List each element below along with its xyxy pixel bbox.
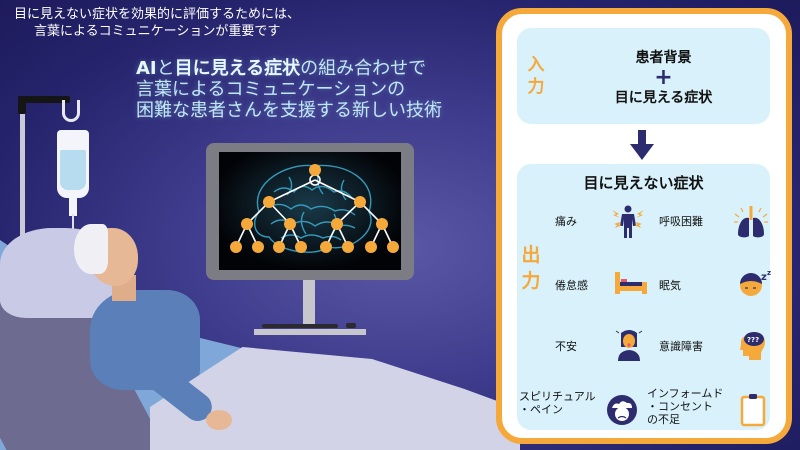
input-output-panel: 入 力 患者背景 + 目に見える症状 目に見えない症状 出 力 痛み bbox=[496, 8, 792, 444]
input-side-label: 入 力 bbox=[526, 54, 546, 98]
symptom-pain-label: 痛み bbox=[555, 215, 577, 228]
monitor-stand bbox=[303, 280, 315, 328]
top-note-line2: 言葉によるコミュニケーションが重要です bbox=[34, 24, 281, 39]
anxious-person-icon bbox=[615, 330, 643, 361]
iv-bag-neck bbox=[69, 198, 77, 216]
output-label-char2: 力 bbox=[521, 270, 541, 292]
lungs-icon bbox=[734, 206, 768, 238]
headline-to: と bbox=[156, 58, 175, 79]
headline-combination: の組み合わせで bbox=[300, 58, 427, 79]
informed-consent-line1: インフォームド bbox=[647, 387, 724, 400]
input-content: 患者背景 + 目に見える症状 bbox=[557, 48, 770, 108]
symptom-spiritual-pain-label: スピリチュアル ・ペイン bbox=[519, 390, 596, 416]
output-side-label: 出 力 bbox=[521, 242, 541, 294]
svg-text:???: ??? bbox=[747, 336, 759, 344]
bed-icon bbox=[615, 272, 647, 294]
informed-consent-line2: ・コンセント bbox=[647, 400, 713, 413]
headline-ai: AI bbox=[136, 58, 157, 79]
monitor bbox=[206, 143, 414, 280]
invisible-symptoms-title: 目に見えない症状 bbox=[583, 174, 704, 192]
symptom-fatigue-label: 倦怠感 bbox=[555, 279, 588, 292]
down-arrow-icon bbox=[630, 130, 654, 160]
monitor-screen bbox=[219, 152, 401, 270]
top-note: 目に見えない症状を効果的に評価するためには、 言葉によるコミュニケーションが重要… bbox=[14, 6, 300, 40]
svg-text:z: z bbox=[767, 269, 771, 277]
keyboard bbox=[262, 324, 338, 328]
confused-head-icon: ??? bbox=[740, 332, 765, 360]
symptom-drowsiness-label: 眠気 bbox=[659, 279, 681, 292]
headline-line1: AIと目に見える症状の組み合わせで bbox=[136, 58, 442, 79]
brain-decision-tree-icon bbox=[219, 152, 401, 270]
symptom-consciousness-label: 意識障害 bbox=[659, 340, 703, 353]
iv-tube bbox=[72, 214, 74, 240]
clipboard-icon bbox=[740, 394, 766, 427]
patient-hand bbox=[206, 410, 232, 430]
patient-hair bbox=[74, 224, 108, 274]
input-label-char1: 入 bbox=[527, 55, 545, 75]
output-box: 目に見えない症状 出 力 痛み 呼吸困難 bbox=[517, 164, 771, 430]
symptom-informed-consent-label: インフォームド ・コンセント の不足 bbox=[647, 387, 723, 426]
headline-line2: 言葉によるコミュニケーションの bbox=[136, 79, 406, 100]
input-box: 入 力 患者背景 + 目に見える症状 bbox=[517, 28, 770, 124]
patient-background-text: 患者背景 bbox=[635, 50, 692, 66]
mouse bbox=[346, 323, 356, 328]
spiritual-pain-line2: ・ペイン bbox=[519, 403, 563, 416]
iv-arm bbox=[18, 96, 70, 103]
informed-consent-line3: の不足 bbox=[647, 413, 680, 426]
iv-pole bbox=[20, 98, 25, 243]
iv-hook bbox=[62, 100, 80, 122]
sleepy-face-icon: z z bbox=[740, 269, 771, 296]
plus-icon: + bbox=[654, 65, 673, 90]
spiritual-pain-line1: スピリチュアル bbox=[519, 390, 596, 403]
body-pain-icon bbox=[612, 205, 644, 238]
symptom-dyspnea-label: 呼吸困難 bbox=[659, 215, 703, 228]
headline-line3: 困難な患者さんを支援する新しい技術 bbox=[136, 100, 442, 121]
iv-arm-cap bbox=[18, 96, 26, 114]
iv-fluid bbox=[60, 150, 86, 190]
cloudy-face-icon bbox=[607, 395, 637, 425]
output-label-char1: 出 bbox=[521, 244, 541, 266]
headline: AIと目に見える症状の組み合わせで 言葉によるコミュニケーションの 困難な患者さ… bbox=[136, 58, 442, 121]
visible-symptoms-text: 目に見える症状 bbox=[614, 90, 713, 106]
input-label-char2: 力 bbox=[527, 77, 545, 97]
monitor-shelf bbox=[254, 329, 366, 335]
top-note-line1: 目に見えない症状を効果的に評価するためには、 bbox=[14, 7, 301, 22]
symptom-anxiety-label: 不安 bbox=[555, 340, 577, 353]
headline-visible-symptoms: 目に見える症状 bbox=[174, 58, 301, 79]
svg-text:z: z bbox=[761, 272, 767, 283]
